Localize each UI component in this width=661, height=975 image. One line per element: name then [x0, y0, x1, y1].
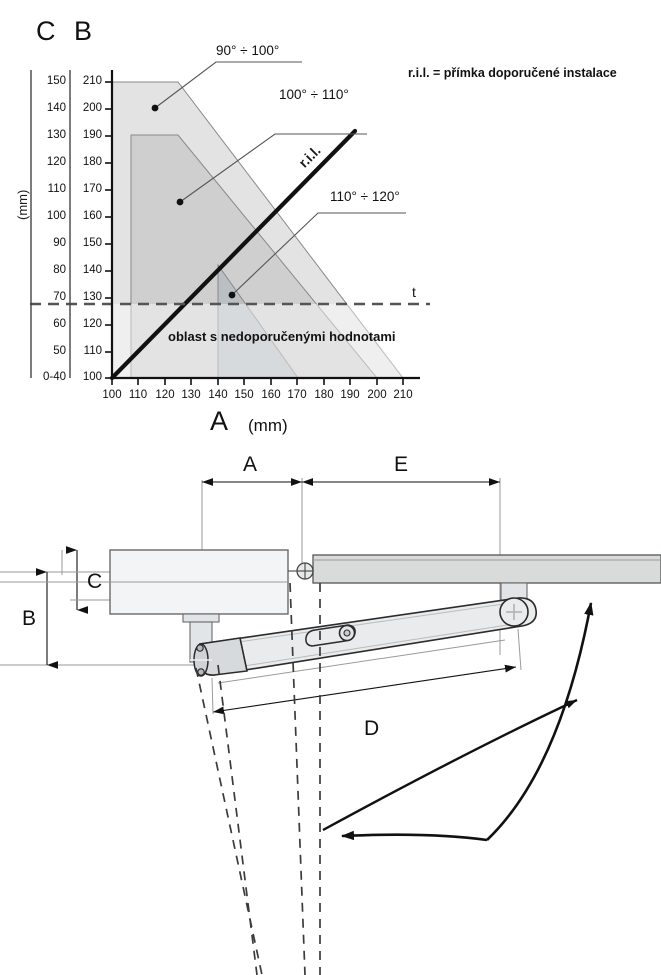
t-label: t — [412, 284, 416, 300]
chart-canvas — [30, 61, 430, 385]
not-recommended-label: oblast s nedoporučenými hodnotami — [168, 329, 396, 344]
b-tick-label: 160 — [82, 210, 102, 222]
c-tick-label: 60 — [53, 318, 66, 330]
c-tick-label: 50 — [53, 345, 66, 357]
b-tick-label: 140 — [82, 264, 102, 276]
c-tick-label: 130 — [46, 129, 66, 141]
c-axis-title: C — [36, 16, 56, 46]
c-tick-label: 110 — [47, 183, 66, 195]
installation-chart: C B (mm) 150 140 130 120 110 100 90 80 7… — [0, 0, 661, 440]
b-tick-label: 130 — [82, 291, 102, 303]
c-tick-label: 0-40 — [42, 371, 66, 383]
door-swing-arrow — [486, 602, 594, 841]
door-return-arrow — [341, 830, 488, 842]
b-tick-label: 100 — [82, 371, 102, 383]
c-tick-label: 150 — [46, 75, 66, 87]
dim-label-E: E — [394, 453, 409, 476]
b-tick-label: 180 — [82, 156, 102, 168]
dim-label-B: B — [22, 607, 37, 630]
x-axis-ticks — [111, 378, 404, 385]
angle-label-90-100: 90° ÷ 100° — [216, 43, 280, 58]
swing-dashed-lines — [195, 582, 321, 975]
c-tick-label: 80 — [53, 264, 66, 276]
b-tick-label: 110 — [83, 345, 102, 357]
angle-label-110-120: 110° ÷ 120° — [330, 189, 400, 204]
c-tick-label: 90 — [53, 237, 66, 249]
region-110-120-fill — [217, 263, 299, 378]
x-tick-label: 150 — [234, 389, 254, 401]
c-tick-label: 70 — [53, 291, 66, 303]
x-axis-unit: (mm) — [248, 416, 288, 435]
x-tick-label: 210 — [393, 389, 413, 401]
dim-label-D: D — [364, 717, 380, 740]
b-tick-label: 170 — [82, 183, 102, 195]
b-axis-ticks — [105, 81, 112, 379]
door-closer-drawing: A E B C D — [0, 440, 661, 975]
arrow-overlay — [341, 602, 594, 842]
x-tick-label: 160 — [261, 389, 281, 401]
angle-label-100-110: 100° ÷ 110° — [279, 87, 349, 102]
ril-line — [109, 128, 358, 381]
c-tick-label: 120 — [46, 156, 66, 168]
dim-label-C: C — [87, 570, 103, 593]
x-tick-label: 190 — [340, 389, 360, 401]
callout-dot-90-100 — [151, 104, 159, 112]
b-axis-title: B — [74, 16, 93, 46]
chart-legend: r.i.l. = přímka doporučené instalace — [408, 66, 617, 80]
not-recommended-wash — [112, 304, 412, 378]
callout-dot-110-120 — [228, 291, 236, 299]
b-tick-label: 150 — [82, 237, 102, 249]
b-tick-label: 200 — [82, 102, 102, 114]
x-axis-title: A — [210, 406, 229, 436]
b-tick-label: 210 — [82, 75, 102, 87]
y-axis-unit: (mm) — [15, 189, 30, 220]
callout-dot-100-110 — [176, 198, 184, 206]
x-tick-label: 200 — [367, 389, 387, 401]
c-tick-label: 140 — [46, 102, 66, 114]
closer-arm — [190, 597, 538, 677]
drawing-canvas — [0, 478, 661, 975]
dim-D — [211, 628, 522, 715]
x-tick-label: 110 — [128, 389, 148, 401]
x-tick-label: 170 — [287, 389, 307, 401]
region-100-110-fill — [130, 134, 378, 378]
swing-arrow-up — [322, 698, 578, 832]
x-tick-label: 120 — [155, 389, 175, 401]
c-tick-label: 100 — [46, 210, 66, 222]
callout-leaders — [154, 61, 406, 296]
x-tick-label: 130 — [181, 389, 201, 401]
x-tick-label: 140 — [208, 389, 228, 401]
b-tick-label: 190 — [82, 129, 102, 141]
dim-label-A: A — [243, 453, 258, 476]
b-tick-label: 120 — [82, 318, 102, 330]
x-tick-label: 100 — [102, 389, 122, 401]
x-tick-label: 180 — [314, 389, 334, 401]
